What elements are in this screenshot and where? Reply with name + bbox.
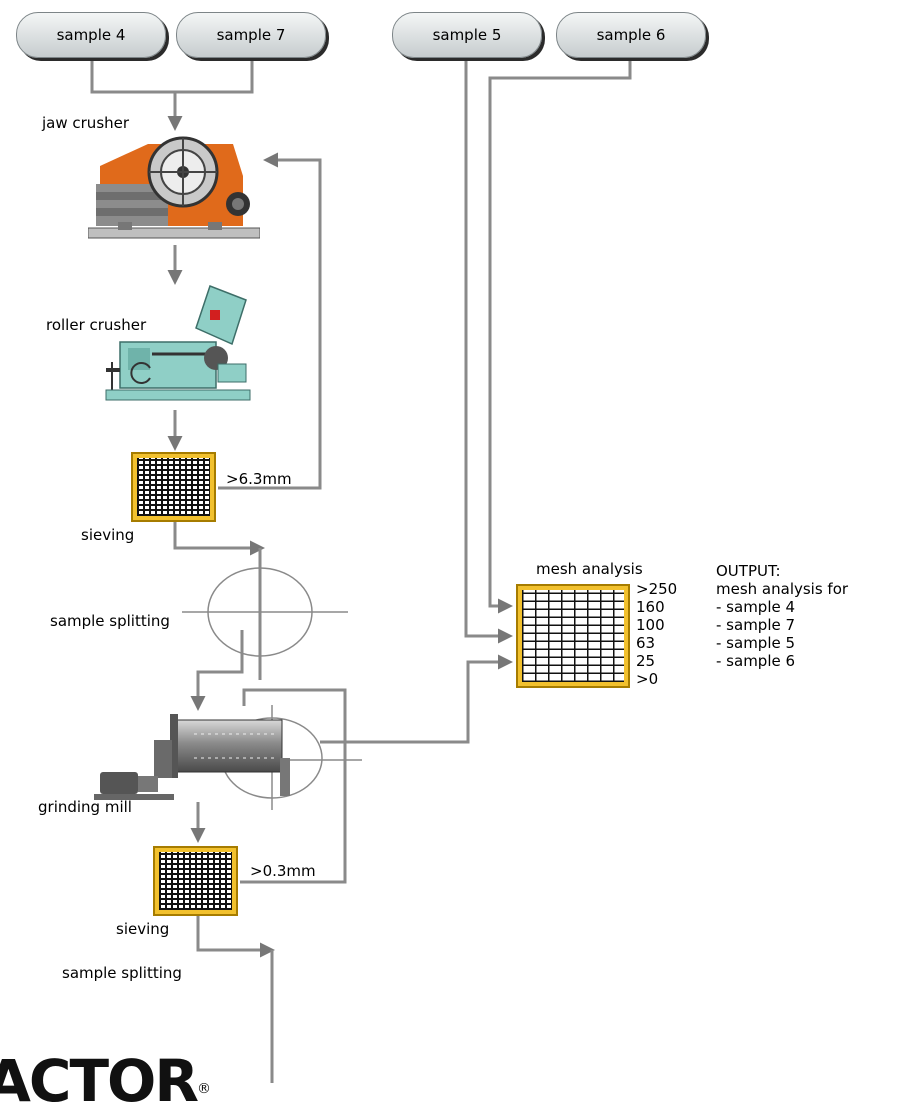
splitting-2-label: sample splitting [62,964,182,982]
registered-mark: ® [197,1081,209,1097]
roller-crusher-icon [92,282,252,408]
mesh-size-list: >250 160 100 63 25 >0 [636,580,677,688]
mesh-size: >0 [636,670,677,688]
jaw-crusher-label: jaw crusher [42,114,129,132]
output-item: - sample 4 [716,598,848,616]
output-item: - sample 6 [716,652,848,670]
output-item: - sample 7 [716,616,848,634]
flowsheet: sample 4 sample 7 sample 5 sample 6 jaw … [0,0,902,1083]
sample-6-button[interactable]: sample 6 [556,12,706,58]
company-logo: ACTOR® [0,1052,209,1110]
mesh-size: 63 [636,634,677,652]
sieve-1-icon [131,452,216,522]
output-heading: OUTPUT: [716,562,848,580]
output-block: OUTPUT: mesh analysis for - sample 4 - s… [716,562,848,670]
oversize-1-label: >6.3mm [226,470,292,488]
sieve-2-icon [153,846,238,916]
output-subheading: mesh analysis for [716,580,848,598]
sieving-1-label: sieving [81,526,134,544]
mesh-size: 100 [636,616,677,634]
jaw-crusher-icon [88,136,260,242]
sample-7-button[interactable]: sample 7 [176,12,326,58]
output-item: - sample 5 [716,634,848,652]
sample-5-button[interactable]: sample 5 [392,12,542,58]
splitter-1-symbol [182,548,348,680]
oversize-2-label: >0.3mm [250,862,316,880]
sample-4-button[interactable]: sample 4 [16,12,166,58]
grinding-mill-icon [94,712,294,804]
grinding-mill-label: grinding mill [38,798,132,816]
mesh-size: 160 [636,598,677,616]
mesh-analysis-sieve-icon [516,584,630,688]
mesh-size: >250 [636,580,677,598]
sieving-2-label: sieving [116,920,169,938]
mesh-size: 25 [636,652,677,670]
splitting-1-label: sample splitting [50,612,170,630]
mesh-analysis-title: mesh analysis [536,560,643,578]
